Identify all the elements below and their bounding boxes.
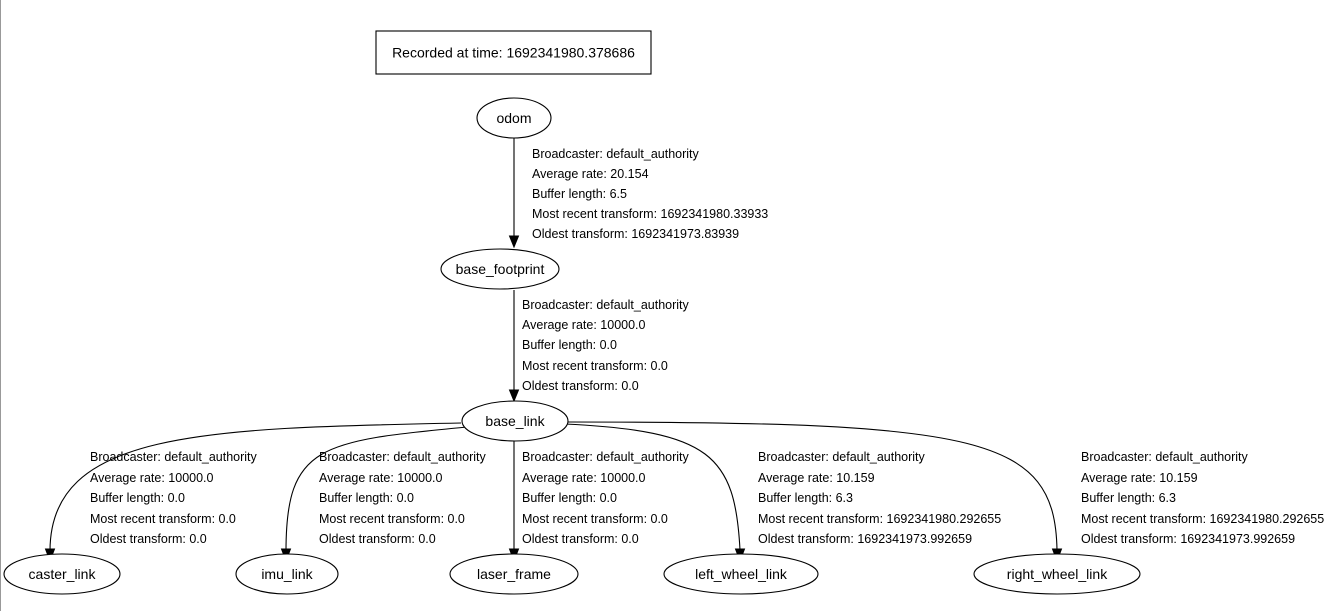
node-right-wheel-link[interactable]: right_wheel_link	[973, 553, 1141, 595]
node-label-base-link: base_link	[485, 413, 545, 429]
arrowhead-base-link	[508, 389, 520, 403]
node-label-laser-frame: laser_frame	[477, 566, 551, 582]
node-label-base-footprint: base_footprint	[456, 261, 545, 277]
edge-label-base-link-laser-frame: Broadcaster: default_authority Average r…	[522, 450, 692, 546]
node-label-imu-link: imu_link	[261, 566, 313, 582]
node-label-caster-link: caster_link	[29, 566, 97, 582]
node-label-odom: odom	[496, 110, 531, 126]
arrowhead-base-footprint	[508, 235, 520, 249]
edge-base-link-left-wheel-link	[564, 423, 741, 551]
node-imu-link[interactable]: imu_link	[235, 553, 339, 595]
node-label-left-wheel-link: left_wheel_link	[695, 566, 788, 582]
edge-label-base-link-right-wheel-link: Broadcaster: default_authority Average r…	[1081, 450, 1328, 546]
node-laser-frame[interactable]: laser_frame	[449, 553, 579, 595]
node-base-footprint[interactable]: base_footprint	[440, 248, 560, 290]
recorded-time-label: Recorded at time: 1692341980.378686	[392, 45, 635, 61]
edge-label-odom-base-footprint: Broadcaster: default_authority Average r…	[532, 147, 772, 241]
edge-base-link-imu-link	[285, 426, 468, 552]
node-label-right-wheel-link: right_wheel_link	[1007, 566, 1108, 582]
edge-label-base-footprint-base-link: Broadcaster: default_authority Average r…	[522, 298, 692, 393]
node-caster-link[interactable]: caster_link	[3, 553, 121, 595]
node-left-wheel-link[interactable]: left_wheel_link	[663, 553, 819, 595]
edge-label-base-link-imu-link: Broadcaster: default_authority Average r…	[319, 450, 489, 546]
edge-base-link-right-wheel-link	[567, 421, 1058, 551]
edge-label-base-link-caster-link: Broadcaster: default_authority Average r…	[90, 450, 260, 546]
canvas-border	[0, 0, 1, 611]
recorded-time-box: Recorded at time: 1692341980.378686	[375, 30, 652, 75]
edge-label-base-link-left-wheel-link: Broadcaster: default_authority Average r…	[758, 450, 1005, 546]
node-base-link[interactable]: base_link	[461, 400, 569, 442]
node-odom[interactable]: odom	[476, 97, 552, 139]
edge-base-link-caster-link	[49, 422, 462, 552]
